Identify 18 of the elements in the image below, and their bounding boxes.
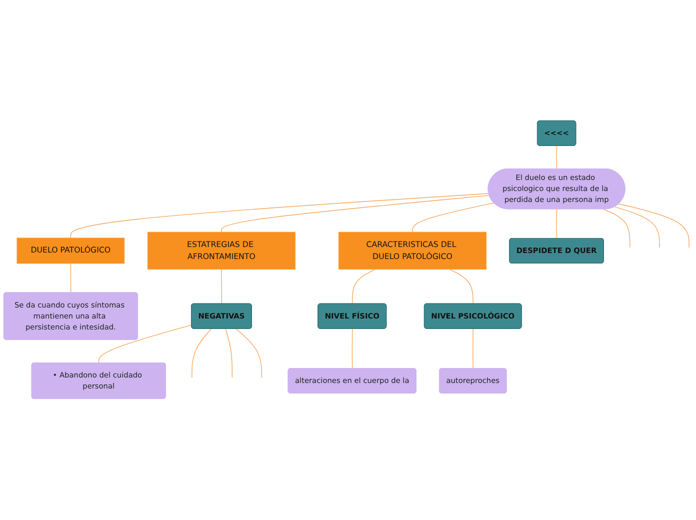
connector-line — [603, 209, 630, 248]
connector-line — [236, 328, 262, 378]
connector-line — [225, 328, 233, 378]
connector-line — [221, 195, 490, 233]
connector-line — [221, 269, 222, 304]
connector-line — [70, 193, 490, 239]
connector-line — [412, 202, 494, 233]
connector-line — [98, 324, 192, 364]
connector-line — [70, 263, 72, 294]
connector-line — [192, 328, 212, 378]
connector-line — [556, 209, 558, 240]
connector-line — [556, 146, 558, 170]
connector-line — [614, 206, 660, 248]
connector-line — [449, 269, 474, 304]
connector-line — [352, 269, 376, 304]
connector-line — [352, 328, 353, 370]
connector-line — [472, 328, 474, 370]
connector-line — [618, 204, 690, 248]
